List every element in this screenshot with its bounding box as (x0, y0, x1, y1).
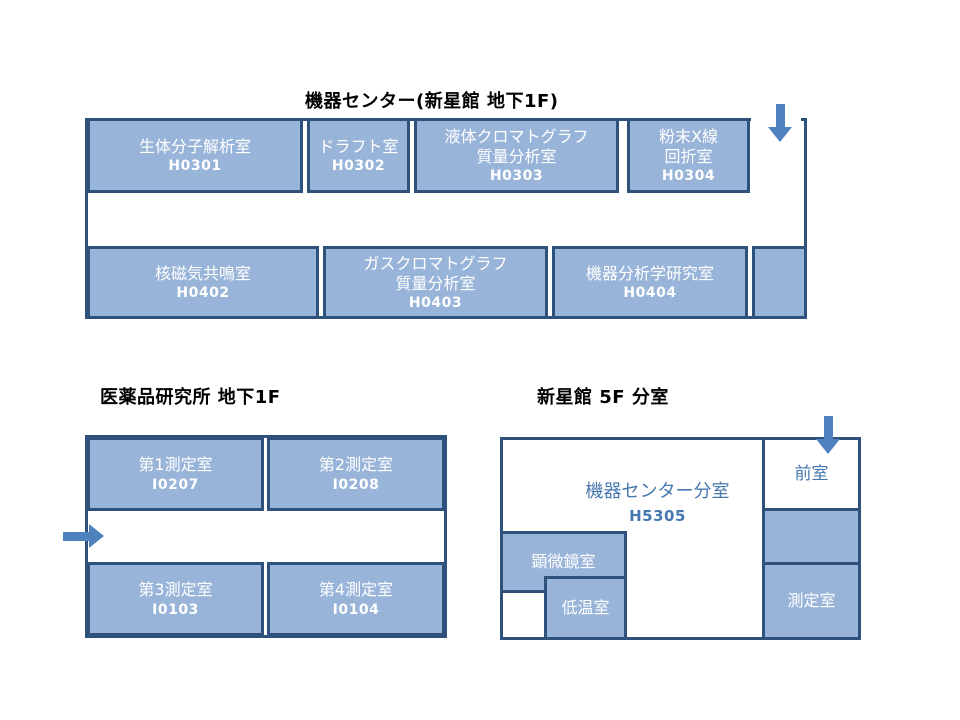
room-code: H0403 (408, 294, 463, 311)
room-name: 粉末X線 回折室 (659, 127, 718, 166)
room-h0301: 生体分子解析室 H0301 (87, 118, 303, 193)
room-h0404: 機器分析学研究室 H0404 (552, 246, 748, 319)
section-title-shinseikan-branch: 新星館 5F 分室 (537, 387, 669, 408)
room-code: H0404 (623, 285, 677, 302)
room-code: I0103 (152, 601, 199, 618)
room-name: 低温室 (561, 598, 610, 618)
down-arrow-icon (816, 416, 840, 454)
room-h0402: 核磁気共鳴室 H0402 (87, 246, 319, 319)
room-teionshitsu: 低温室 (544, 576, 627, 640)
room-h0303: 液体クロマトグラフ 質量分析室 H0303 (414, 118, 619, 193)
right-arrow-icon (63, 524, 105, 548)
down-arrow-icon (768, 104, 792, 142)
arrow-head (89, 524, 104, 548)
room-code: H0302 (331, 158, 386, 175)
room-unlabeled-branch (762, 508, 861, 565)
branch-room-label: 機器センター分室 H5305 (505, 481, 810, 525)
room-name: 生体分子解析室 (138, 136, 251, 156)
arrow-stem (63, 532, 89, 541)
room-name: 機器分析学研究室 (585, 263, 714, 283)
room-name: ガスクロマトグラフ 質量分析室 (363, 254, 508, 293)
room-code: H0402 (176, 285, 230, 302)
arrow-stem (823, 416, 833, 439)
room-i0207: 第1測定室 I0207 (87, 437, 264, 511)
arrow-stem (775, 104, 785, 127)
room-code: I0208 (332, 476, 380, 493)
room-name: ドラフト室 (318, 136, 399, 156)
arrow-head (768, 127, 792, 142)
room-h0304: 粉末X線 回折室 H0304 (627, 118, 750, 193)
room-i0208: 第2測定室 I0208 (267, 437, 445, 511)
branch-room-code: H5305 (629, 506, 686, 525)
room-sokuteishitsu: 測定室 (762, 562, 861, 640)
room-h0403: ガスクロマトグラフ 質量分析室 H0403 (323, 246, 548, 319)
arrow-head (816, 439, 840, 454)
room-unlabeled-top (752, 246, 807, 319)
room-name: 第4測定室 (318, 580, 394, 600)
room-name: 液体クロマトグラフ 質量分析室 (444, 127, 589, 166)
room-h0302: ドラフト室 H0302 (307, 118, 410, 193)
room-name: 核磁気共鳴室 (154, 263, 251, 283)
room-i0104: 第4測定室 I0104 (267, 562, 445, 636)
room-name: 第2測定室 (318, 455, 394, 475)
room-i0103: 第3測定室 I0103 (87, 562, 264, 636)
room-name: 顕微鏡室 (531, 552, 596, 572)
branch-room-name: 機器センター分室 (585, 481, 730, 502)
room-name: 前室 (794, 463, 829, 484)
room-name: 第3測定室 (138, 580, 213, 600)
room-code: I0207 (152, 476, 199, 493)
room-code: H0303 (489, 167, 544, 184)
section-title-pharma-institute: 医薬品研究所 地下1F (100, 387, 281, 408)
room-code: H0301 (168, 158, 222, 175)
room-code: H0304 (661, 167, 716, 184)
section-title-equipment-center: 機器センター(新星館 地下1F) (305, 91, 559, 112)
room-zenshitsu: 前室 (762, 437, 861, 511)
room-name: 第1測定室 (138, 455, 213, 475)
room-name: 測定室 (787, 591, 836, 611)
room-code: I0104 (332, 601, 380, 618)
